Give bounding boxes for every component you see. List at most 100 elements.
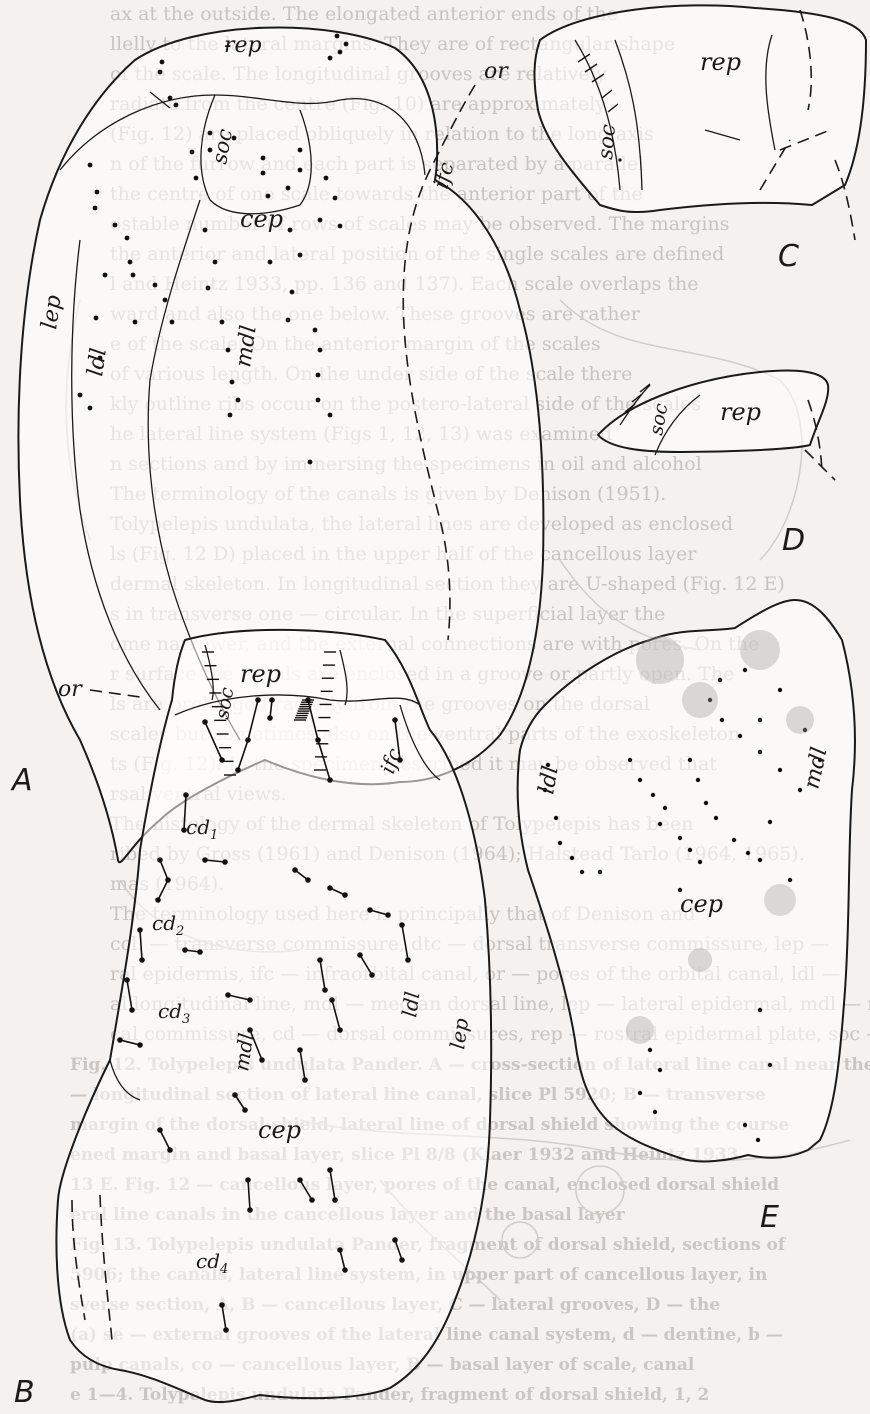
pore-dot <box>696 778 700 782</box>
pore-dot <box>324 176 329 181</box>
pore-dot <box>344 42 349 47</box>
pore-dot <box>261 156 266 161</box>
label-E-ldl: ldl <box>534 764 564 796</box>
canal-pore <box>137 927 143 933</box>
panel-letter-C: C <box>778 239 799 274</box>
pore-dot <box>758 718 762 722</box>
canal-pore <box>399 1257 405 1263</box>
canal-pore <box>327 777 333 783</box>
canal-pore <box>385 912 391 918</box>
pore-dot <box>88 406 93 411</box>
canal-pore <box>202 719 208 725</box>
background-text-line: ax at the outside. The elongated anterio… <box>110 3 618 25</box>
pore-dot <box>738 734 742 738</box>
pore-dot <box>93 206 98 211</box>
shield-outline-E <box>518 600 855 1161</box>
pore-dot <box>756 1138 760 1142</box>
pore-dot <box>95 190 100 195</box>
pore-dot <box>206 286 211 291</box>
pore-dot <box>768 1063 772 1067</box>
canal-pore <box>232 1092 238 1098</box>
label-A-cep: cep <box>240 205 283 233</box>
panel-letter-B: B <box>14 1375 35 1410</box>
pore-dot <box>778 768 782 772</box>
canal-pore <box>139 957 145 963</box>
pore-dot <box>168 96 173 101</box>
pore-dot <box>758 750 762 754</box>
canal-pore <box>129 1007 135 1013</box>
pore-dot <box>286 186 291 191</box>
pore-dot <box>648 1048 652 1052</box>
pore-dot <box>230 380 235 385</box>
pore-dot <box>580 870 584 874</box>
pore-dot <box>768 820 772 824</box>
panel-letter-D: D <box>782 523 805 558</box>
label-B-cep: cep <box>258 1116 301 1144</box>
pore-dot <box>236 398 241 403</box>
pore-dot <box>78 393 83 398</box>
pore-dot <box>658 1068 662 1072</box>
canal-pore <box>297 1177 303 1183</box>
canal-pore <box>124 977 130 983</box>
pore-dot <box>113 223 118 228</box>
label-B-or: or <box>58 677 83 702</box>
canal-pore <box>183 792 189 798</box>
pore-dot <box>758 858 762 862</box>
pore-dot <box>798 788 802 792</box>
pore-dot <box>688 758 692 762</box>
pore-dot <box>318 218 323 223</box>
pore-dot <box>316 398 321 403</box>
canal-pore <box>399 922 405 928</box>
label-E-cep: cep <box>680 890 723 918</box>
pore-dot <box>268 260 273 265</box>
panel-E: ldl mdl cep E <box>518 600 855 1235</box>
canal-pore <box>255 697 261 703</box>
canal-pore <box>269 697 275 703</box>
canal-pore <box>342 1267 348 1273</box>
panel-letter-E: E <box>760 1200 779 1235</box>
label-B-ldl: ldl <box>397 990 424 1019</box>
pore-dot <box>158 70 163 75</box>
canal-pore <box>157 857 163 863</box>
pore-dot <box>714 816 718 820</box>
pore-dot <box>163 298 168 303</box>
canal-pore <box>305 877 311 883</box>
pore-dot <box>288 228 293 233</box>
pore-dot <box>698 860 702 864</box>
canal-pore <box>247 1027 253 1033</box>
label-C-soc: soc <box>593 123 620 160</box>
pore-dot <box>688 848 692 852</box>
canal-pore <box>155 897 161 903</box>
canal-pore <box>259 1057 265 1063</box>
pore-dot <box>628 758 632 762</box>
canal-pore <box>392 1237 398 1243</box>
canal-pore <box>337 1027 343 1033</box>
canal-pore <box>322 987 328 993</box>
pore-dot <box>318 348 323 353</box>
label-A-rep-dash: - <box>224 33 231 58</box>
pore-dot <box>103 273 108 278</box>
canal-pore <box>392 717 398 723</box>
pore-dot <box>778 688 782 692</box>
canal-pore <box>235 767 241 773</box>
canal-pore <box>267 715 273 721</box>
pore-dot <box>328 413 333 418</box>
pore-dot <box>174 103 179 108</box>
canal-pore <box>167 1147 173 1153</box>
canal-pore <box>327 885 333 891</box>
label-A-ldl: ldl <box>83 346 112 377</box>
canal-pore <box>297 1047 303 1053</box>
pore-dot <box>316 373 321 378</box>
pore-dot <box>335 34 340 39</box>
canal-pore <box>405 957 411 963</box>
pore-dot <box>226 348 231 353</box>
pore-dot <box>638 778 642 782</box>
canal-pore <box>247 997 253 1003</box>
pore-dot <box>131 273 136 278</box>
pore-dot <box>718 678 722 682</box>
pore-dot <box>663 806 667 810</box>
pore-dot <box>653 1110 657 1114</box>
canal-pore <box>329 997 335 1003</box>
shield-outline-D <box>598 371 828 452</box>
